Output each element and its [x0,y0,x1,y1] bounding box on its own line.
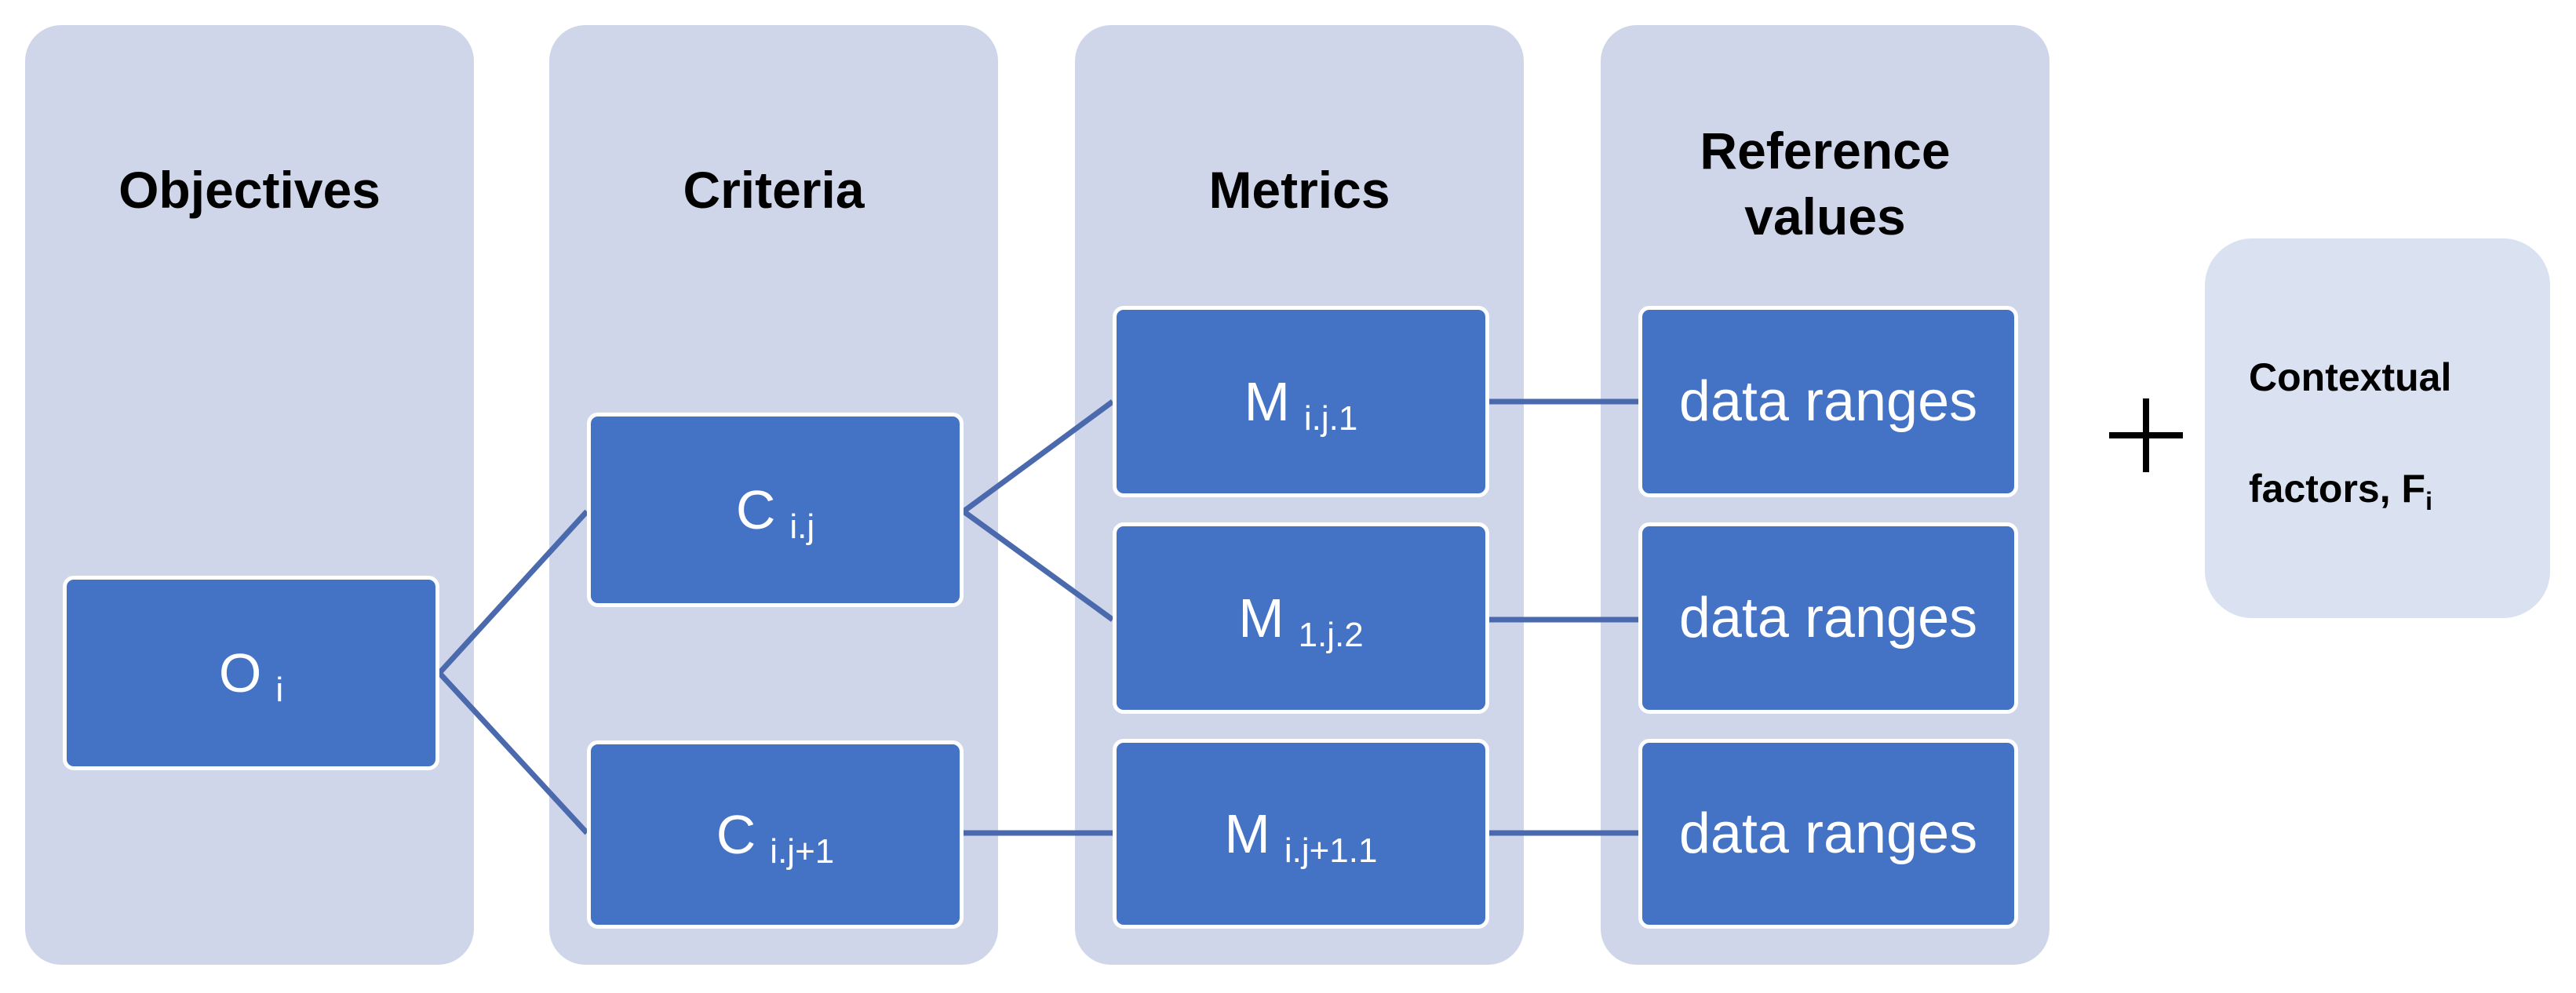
metric-node-subscript: i.j+1.1 [1284,831,1378,870]
reference-value-node: data ranges [1638,522,2018,714]
objective-node-subscript: i [275,671,284,709]
connector-objective-criteria-2 [437,671,589,835]
criteria-node-label: C [716,804,756,865]
metric-node-subscript: i.j.1 [1303,399,1358,438]
metric-node-label: M [1238,587,1284,649]
reference-value-node: data ranges [1638,306,2018,497]
connector-criteria-metric-1 [961,399,1115,514]
contextual-factors-box: Contextual factors, Fi [2205,238,2550,618]
contextual-factors-line2: factors, Fi [2249,466,2432,515]
criteria-node-subscript: i.j+1 [770,832,835,871]
metrics-heading: Metrics [1208,161,1390,219]
reference-value-label: data ranges [1678,370,1978,433]
contextual-factors-subscript: i [2425,487,2432,515]
contextual-factors-line1: Contextual [2249,355,2452,399]
reference-value-node: data ranges [1638,739,2018,929]
reference-values-heading: Reference values [1700,122,1951,246]
metric-node-label: M [1224,803,1270,864]
connector-criteria-metric-2 [961,509,1115,622]
criteria-node-subscript: i.j [789,507,815,546]
objective-node-label: O [218,642,262,704]
criteria-node-label: C [735,479,776,540]
metric-node: M 1.j.2 [1113,522,1489,714]
metric-node-label: M [1244,371,1290,432]
connector-objective-criteria-1 [437,509,589,675]
objectives-column: Objectives [25,25,474,965]
contextual-factors-text: factors, F [2249,467,2426,511]
criteria-heading: Criteria [683,161,865,219]
plus-icon [2109,398,2183,472]
reference-value-label: data ranges [1678,587,1978,649]
reference-value-label: data ranges [1678,802,1978,865]
metric-node-subscript: 1.j.2 [1298,616,1364,654]
objectives-heading: Objectives [118,161,381,219]
